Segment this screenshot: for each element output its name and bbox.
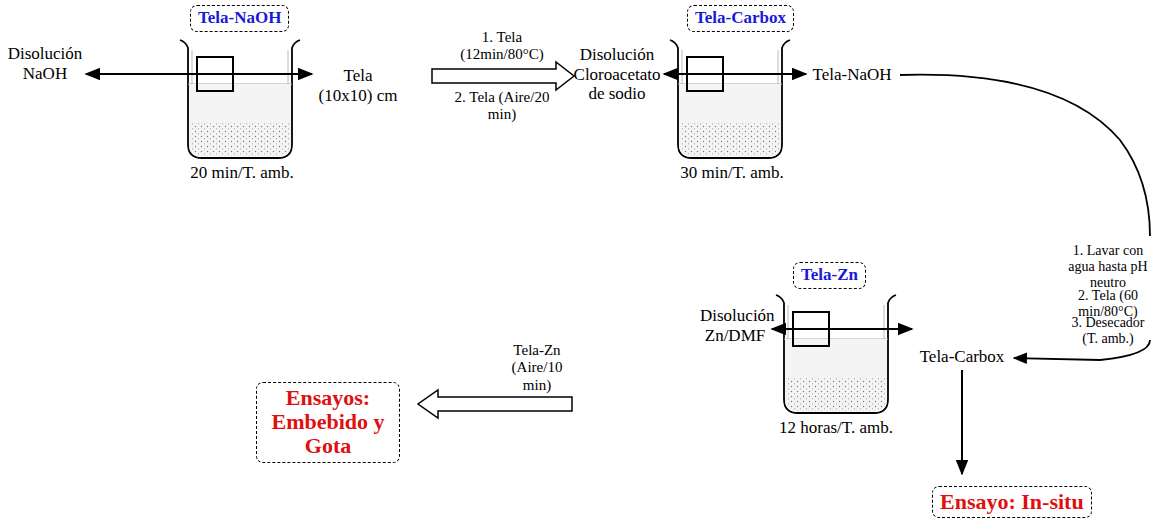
stage-title: Ensayos: Embebido y Gota	[264, 386, 392, 459]
step-label: Tela-NaOH	[802, 65, 902, 85]
dashed-label-box: Ensayos: Embebido y Gota	[256, 382, 400, 463]
hollow-arrow	[432, 62, 574, 90]
beaker	[180, 40, 300, 158]
step-label: Disolución Cloroacetato de sodio	[571, 45, 663, 104]
dashed-label-box: Tela-Carbox	[687, 5, 794, 32]
step-label: Tela (10x10) cm	[318, 66, 398, 105]
stage-title: Tela-NaOH	[198, 9, 281, 28]
dashed-label-box: Ensayo: In-situ	[932, 486, 1092, 518]
beaker	[670, 40, 790, 158]
step-label: 2. Tela (Aire/20 min)	[447, 89, 557, 124]
stage-title: Tela-Carbox	[695, 9, 786, 28]
double-arrow	[664, 73, 806, 75]
step-label: Tela-Zn (Aire/10 min)	[497, 342, 577, 394]
step-label: Disolución Zn/DMF	[700, 306, 770, 345]
double-arrow	[86, 73, 312, 75]
step-label: 1. Tela (12min/80°C)	[447, 29, 557, 64]
down-arrow	[961, 370, 963, 474]
step-label: 1. Lavar con agua hasta pH neutro	[1066, 243, 1150, 291]
process-curve	[900, 75, 1150, 236]
step-label: Tela-Carbox	[910, 347, 1014, 367]
hollow-arrow	[418, 390, 572, 418]
step-label: 12 horas/T. amb.	[766, 418, 906, 438]
beaker	[776, 295, 896, 413]
dashed-label-box: Tela-NaOH	[190, 5, 289, 32]
step-label: 20 min/T. amb.	[177, 163, 307, 183]
step-label: Disolución NaOH	[5, 44, 85, 83]
step-label: 30 min/T. amb.	[667, 163, 797, 183]
step-label: 3. Desecador (T. amb.)	[1062, 315, 1154, 347]
stage-title: Tela-Zn	[801, 266, 858, 285]
stage-title: Ensayo: In-situ	[940, 490, 1084, 514]
double-arrow	[772, 328, 912, 330]
dashed-label-box: Tela-Zn	[793, 262, 866, 289]
